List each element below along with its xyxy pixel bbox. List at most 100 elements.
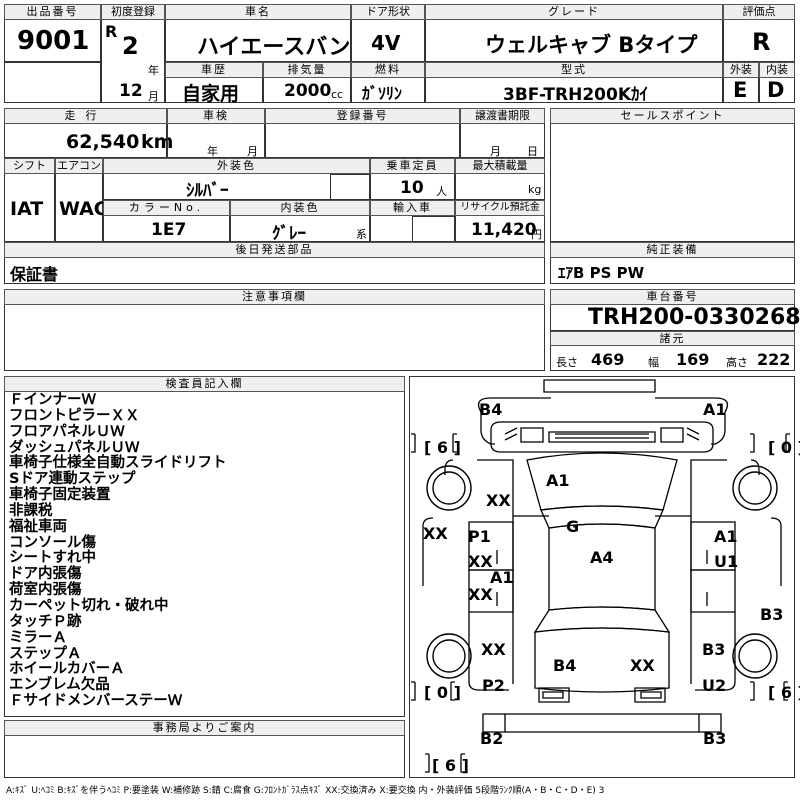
transfer-label: 譲渡書期限: [460, 108, 545, 124]
first-reg-year-unit: 年: [148, 64, 159, 77]
inspector-comment: エンブレム欠品: [9, 677, 110, 694]
dims-height-label: 高さ: [726, 356, 748, 369]
transfer-day-unit: 日: [527, 145, 538, 158]
recycle-label: リサイクル預託金: [455, 200, 545, 216]
inspector-comment: ＦインナーＷ: [9, 392, 96, 408]
max-load-label: 最大積載量: [455, 158, 545, 174]
sales-point-cell: [550, 108, 795, 242]
grade-label: グレード: [425, 4, 723, 20]
damage-mark: A1: [490, 568, 514, 587]
car-name-label: 車名: [165, 4, 351, 20]
fuel-value: ｶﾞｿﾘﾝ: [362, 84, 403, 103]
shift-label: シフト: [4, 158, 55, 174]
history-value: 自家用: [182, 83, 240, 105]
lot-no-label: 出品番号: [4, 4, 101, 20]
inspector-comment: 福祉車両: [9, 518, 67, 535]
ext-color-value: ｼﾙﾊﾞｰ: [186, 181, 229, 201]
doors-label: ドア形状: [351, 4, 425, 20]
inspector-comment: フロントピラーＸＸ: [9, 407, 140, 424]
inspector-comment: ダッシュパネルＵＷ: [9, 439, 140, 456]
car-outline-diagram: [411, 379, 790, 773]
mileage-unit: km: [141, 131, 174, 153]
inspector-comment: フロアパネルＵＷ: [9, 423, 125, 440]
sales-point-label: セールスポイント: [550, 108, 795, 124]
dims-height-value: 222: [757, 350, 791, 369]
tire-front-left-value: [ 6 ]: [424, 438, 461, 457]
inspector-comment: ドア内張傷: [9, 566, 82, 583]
aircon-label: エアコン: [55, 158, 103, 174]
chassis-value: TRH200-0330268: [588, 305, 800, 330]
score-label: 評価点: [723, 4, 795, 20]
int-grade-label: 内装: [759, 62, 795, 78]
legend-text: A:ｷｽﾞ U:ﾍｺﾐ B:ｷｽﾞを伴うﾍｺﾐ P:要塗装 W:補修跡 S:錆 …: [6, 786, 605, 796]
damage-mark: A1: [714, 527, 738, 546]
equipment-label: 純正装備: [550, 242, 795, 258]
doors-value: 4V: [371, 31, 401, 55]
displacement-label: 排気量: [263, 62, 351, 78]
inspector-comment: カーペット切れ・破れ中: [9, 597, 169, 614]
equipment-value: ｴｱB PS PW: [558, 264, 645, 282]
displacement-value: 2000: [284, 81, 332, 101]
damage-mark: B3: [703, 729, 727, 748]
damage-mark: XX: [423, 524, 448, 543]
lot-no-blank: [4, 62, 101, 103]
damage-mark: A1: [546, 471, 570, 490]
damage-mark: U2: [702, 676, 727, 695]
office-label: 事務局よりご案内: [4, 720, 405, 736]
damage-mark: B3: [760, 605, 784, 624]
damage-mark: P1: [468, 527, 491, 546]
damage-mark: B4: [479, 400, 503, 419]
mileage-label: 走行: [4, 108, 167, 124]
max-load-unit: kg: [528, 183, 542, 196]
model-label: 型式: [425, 62, 723, 78]
tire-rear-left-value: [ 0 ]: [424, 683, 461, 702]
lot-no-value: 9001: [17, 26, 90, 56]
dims-label: 諸元: [550, 331, 795, 346]
grade-value: ウェルキャブ Bタイプ: [485, 33, 698, 57]
first-reg-year: 2: [122, 32, 139, 60]
import-divider: [412, 216, 455, 242]
damage-mark: XX: [630, 656, 655, 675]
damage-mark: XX: [481, 640, 506, 659]
inspection-month-unit: 月: [247, 145, 258, 158]
first-reg-month-unit: 月: [148, 90, 159, 103]
shift-value: IAT: [10, 198, 44, 220]
recycle-unit: 円: [531, 228, 542, 241]
damage-mark: G: [566, 517, 580, 536]
ext-color-divider: [330, 174, 370, 200]
first-reg-era: R: [105, 22, 118, 41]
tire-rear-right-value: [ 6 ]: [768, 683, 800, 702]
capacity-label: 乗車定員: [370, 158, 455, 174]
later-parts-label: 後日発送部品: [4, 242, 545, 258]
damage-mark: U1: [714, 552, 739, 571]
dims-width-value: 169: [676, 350, 710, 369]
damage-mark: A1: [703, 400, 727, 419]
color-no-value: 1E7: [151, 220, 187, 240]
ext-grade-label: 外装: [723, 62, 759, 78]
damage-mark: P2: [482, 676, 505, 695]
recycle-value: 11,420: [471, 220, 537, 240]
tire-spare-value: [ 6 ]: [432, 756, 469, 775]
inspector-comment: シートすれ中: [9, 550, 96, 567]
car-name-value: ハイエースバン: [197, 35, 351, 60]
mileage-value: 62,540: [66, 131, 140, 153]
inspection-year-unit: 年: [207, 145, 218, 158]
int-color-value: ｸﾞﾚｰ: [272, 224, 306, 244]
inspector-comment: 車椅子固定装置: [9, 487, 111, 504]
damage-mark: A4: [590, 548, 614, 567]
fuel-label: 燃料: [351, 62, 425, 78]
damage-mark: XX: [486, 491, 511, 510]
inspector-comment: ホイールカバーＡ: [9, 661, 125, 678]
damage-sheet: [409, 376, 795, 778]
import-label: 輸入車: [370, 200, 455, 216]
model-value: 3BF-TRH200Kｶｲ: [503, 85, 649, 105]
displacement-unit: cc: [331, 88, 344, 101]
ext-grade-value: E: [733, 78, 748, 102]
dims-length-value: 469: [591, 350, 625, 369]
notes-label: 注意事項欄: [4, 289, 545, 305]
score-value: R: [752, 28, 771, 56]
damage-mark: B2: [480, 729, 504, 748]
later-parts-value: 保証書: [10, 265, 59, 284]
damage-mark: XX: [468, 552, 493, 571]
inspector-comment: ＦサイドメンバーステーＷ: [9, 693, 183, 710]
